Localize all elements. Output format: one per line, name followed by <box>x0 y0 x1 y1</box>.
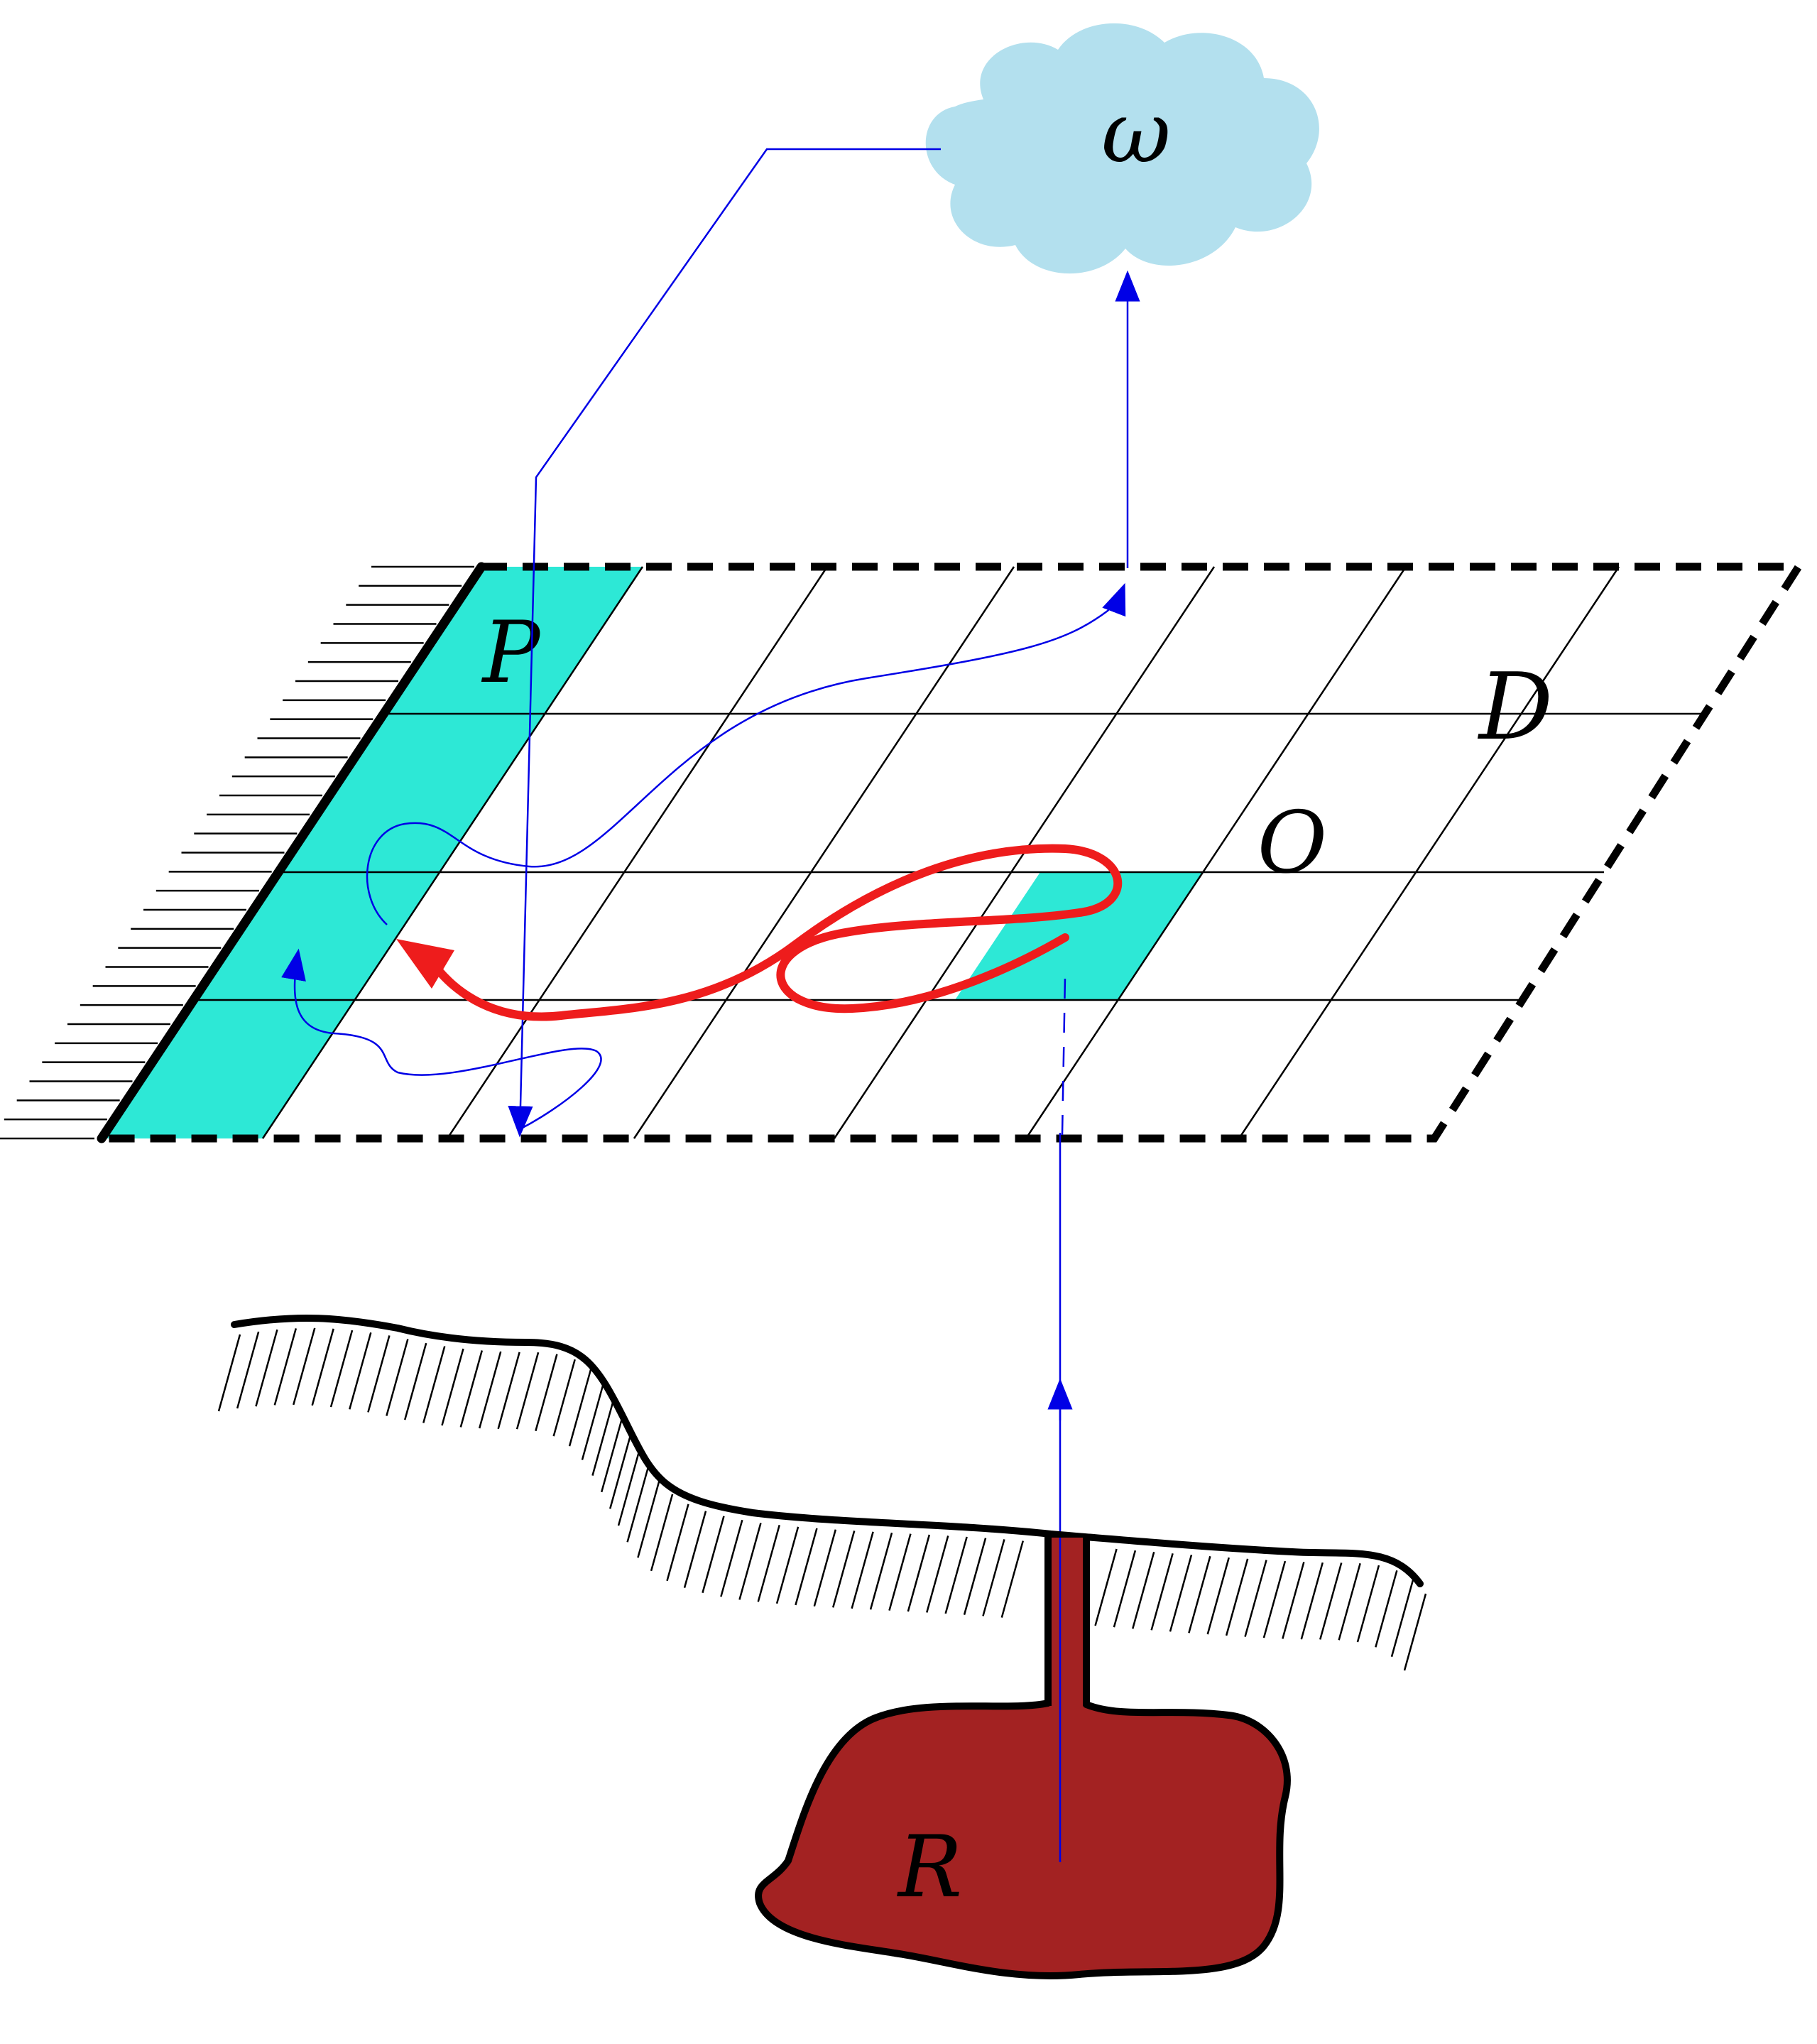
ground-hatch-mark-57 <box>1188 1555 1211 1633</box>
reservoir-blob-icon <box>755 1536 1291 1979</box>
ground-hatch-mark-22 <box>591 1398 615 1476</box>
ground-hatch-mark-29 <box>666 1504 689 1582</box>
well-conduit <box>1052 1538 1083 1708</box>
ground-hatch-mark-28 <box>650 1494 674 1572</box>
ground-hatch-mark-65 <box>1338 1562 1361 1641</box>
grid-slant-line-1 <box>261 566 644 1139</box>
grid-slant-line-3 <box>633 566 1015 1139</box>
ground-hatch-mark-14 <box>459 1350 484 1428</box>
grid-slant-line-5 <box>1025 566 1407 1139</box>
ground-hatch-mark-36 <box>795 1528 818 1606</box>
ground-hatch-mark-20 <box>568 1369 592 1447</box>
ground-hatch-mark-35 <box>775 1526 800 1604</box>
red-trajectory <box>396 844 1123 1021</box>
wall-hatch-icon <box>0 565 474 1140</box>
ground-hatch-mark-34 <box>757 1525 780 1602</box>
ground-hatch-mark-17 <box>515 1352 540 1430</box>
ground-hatch-mark-13 <box>441 1348 464 1426</box>
ground-hatch-mark-59 <box>1225 1558 1249 1636</box>
flow-lines <box>281 148 1140 1862</box>
ground-hatch-mark-18 <box>535 1354 558 1432</box>
ground-hatch-mark-54 <box>1132 1551 1155 1629</box>
ground-hatch-mark-53 <box>1113 1550 1137 1628</box>
ground-hatch-mark-9 <box>367 1335 391 1413</box>
ground-hatch-mark-30 <box>683 1511 707 1588</box>
wandering-path-lower <box>281 948 602 1131</box>
cloud-icon <box>925 23 1319 274</box>
ground-hatch-mark-19 <box>552 1359 576 1437</box>
ground-hatch-mark-32 <box>720 1519 743 1597</box>
ground-hatch-mark-21 <box>581 1383 605 1460</box>
ground-hatch-mark-52 <box>1094 1548 1118 1626</box>
ground-hatch-mark-41 <box>888 1533 912 1611</box>
ground-hatch-mark-56 <box>1169 1554 1193 1632</box>
ground-hatch-mark-43 <box>926 1535 949 1613</box>
ground-hatch-mark-42 <box>907 1534 931 1612</box>
ground-hatch-mark-40 <box>869 1532 893 1610</box>
ground-hatch-mark-2 <box>236 1331 260 1409</box>
grid-slant-line-6 <box>1238 566 1620 1139</box>
ground-hatch-mark-60 <box>1244 1560 1267 1637</box>
ground-hatch-mark-4 <box>273 1328 298 1406</box>
domain-plane: P D O <box>0 562 1806 1143</box>
ground-hatch-mark-58 <box>1206 1557 1230 1635</box>
ground-hatch-mark-31 <box>702 1516 725 1594</box>
ground <box>217 1314 1427 1671</box>
cloud-to-domain-line <box>508 148 941 1138</box>
ground-hatch-mark-24 <box>609 1432 633 1509</box>
ground-hatch-mark-47 <box>1000 1540 1025 1618</box>
ground-hatch-mark-39 <box>851 1531 874 1609</box>
ground-hatch-mark-66 <box>1356 1565 1380 1643</box>
ground-hatch-mark-63 <box>1300 1562 1324 1640</box>
ground-hatch-mark-3 <box>255 1329 278 1407</box>
ground-hatch-mark-62 <box>1282 1562 1305 1639</box>
ground-hatch-mark-25 <box>617 1448 641 1526</box>
ground-surface-line <box>231 1314 1424 1587</box>
ground-hatch-mark-15 <box>479 1351 502 1429</box>
ground-hatch-mark-45 <box>963 1538 987 1615</box>
observation-cell-label: O <box>1257 794 1327 893</box>
ground-hatch-mark-7 <box>329 1330 354 1408</box>
ground-hatch-mark-16 <box>497 1352 520 1430</box>
ground-hatch-mark-12 <box>422 1346 446 1423</box>
grid-slant-line-2 <box>446 566 829 1139</box>
cloud-label: ω <box>1101 84 1171 183</box>
ground-hatch-mark-27 <box>637 1480 660 1558</box>
ground-hatch-mark-67 <box>1375 1570 1398 1648</box>
ground-hatch-mark-33 <box>738 1523 762 1600</box>
domain-label: D <box>1478 653 1553 761</box>
ground-hatch-mark-26 <box>626 1464 650 1543</box>
ground-hatch-mark-46 <box>982 1539 1005 1616</box>
red-trajectory-path <box>425 844 1123 1021</box>
cloud-shape: ω <box>925 23 1319 274</box>
ground-hatch-mark-68 <box>1390 1580 1414 1658</box>
ground-hatch-mark-64 <box>1319 1562 1343 1640</box>
reservoir-to-domain-dashed <box>1061 976 1066 1136</box>
domain-boundary-dashed <box>102 562 1806 1143</box>
ground-hatch-mark-10 <box>386 1339 409 1416</box>
reservoir: R <box>755 1536 1291 1979</box>
ground-hatch-mark-23 <box>601 1415 624 1493</box>
wandering-path-upper <box>366 582 1126 925</box>
ground-hatch-mark-61 <box>1262 1560 1287 1638</box>
ground-hatch-mark-8 <box>349 1332 372 1410</box>
ground-hatch-mark-37 <box>813 1529 837 1607</box>
reservoir-label: R <box>897 1818 962 1917</box>
ground-hatch-mark-6 <box>311 1328 334 1406</box>
ground-hatch-mark-44 <box>944 1536 968 1614</box>
observation-cell-highlight <box>955 872 1204 1000</box>
ground-hatch-mark-55 <box>1150 1553 1174 1631</box>
ground-hatch-mark-69 <box>1403 1593 1427 1671</box>
ground-hatch-mark-11 <box>403 1342 427 1420</box>
ground-hatch-icon <box>217 1327 1427 1671</box>
red-arrow-head-icon <box>396 939 454 989</box>
ground-hatch-mark-5 <box>293 1327 316 1406</box>
ground-hatch-mark-1 <box>217 1334 241 1412</box>
wall-edge <box>97 562 486 1143</box>
ground-hatch-mark-38 <box>832 1531 856 1608</box>
